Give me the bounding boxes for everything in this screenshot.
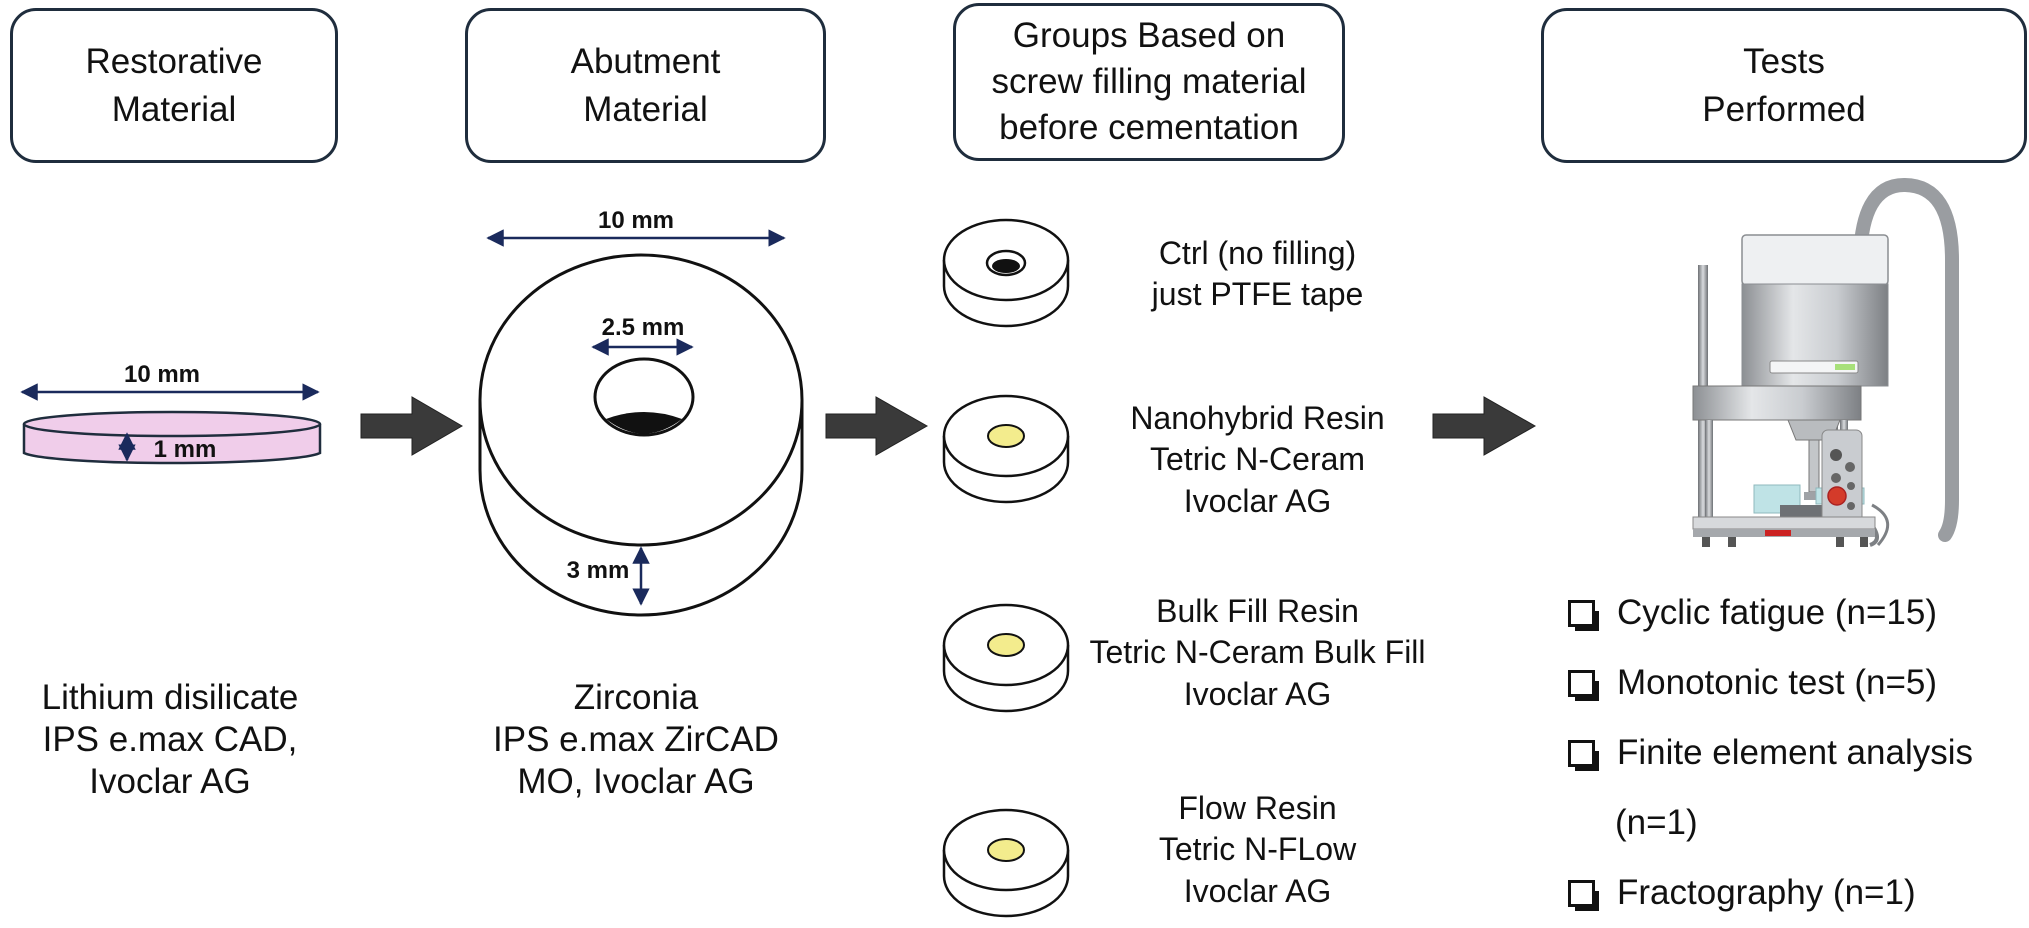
group-disc-bulk-fill: [942, 603, 1070, 713]
group-disc-ctrl: [942, 218, 1070, 328]
test-item-monotonic: Monotonic test (n=5): [1568, 648, 1973, 718]
test-item-label: Monotonic test (n=5): [1617, 663, 1938, 702]
header-line: screw filling material: [991, 61, 1307, 101]
material-line: IPS e.max ZirCAD: [493, 720, 779, 759]
group-line: Tetric N-Ceram Bulk Fill: [1089, 634, 1426, 671]
header-line: before cementation: [999, 108, 1299, 148]
checkbox-icon: [1568, 669, 1599, 701]
header-groups: Groups Based on screw filling material b…: [953, 3, 1345, 161]
checkbox-icon: [1568, 599, 1599, 631]
header-line: Restorative: [85, 42, 263, 82]
abutment-material-description: Zirconia IPS e.max ZirCAD MO, Ivoclar AG: [466, 677, 806, 803]
abutment-diameter-label: 10 mm: [598, 207, 674, 234]
header-line: Abutment: [570, 42, 721, 82]
group-line: Ivoclar AG: [1183, 482, 1332, 519]
restorative-disc: [22, 410, 322, 465]
restorative-diameter-label: 10 mm: [124, 361, 200, 388]
restorative-material-description: Lithium disilicate IPS e.max CAD, Ivocla…: [10, 677, 330, 803]
group-disc-flow: [942, 808, 1070, 918]
group-label-bulk-fill: Bulk Fill Resin Tetric N-Ceram Bulk Fill…: [1070, 591, 1445, 715]
group-line: Ivoclar AG: [1183, 675, 1332, 712]
header-tests-performed: Tests Performed: [1541, 8, 2027, 163]
header-line: Tests: [1743, 42, 1825, 82]
group-line: Ctrl (no filling): [1158, 235, 1357, 271]
header-abutment-material: Abutment Material: [465, 8, 826, 163]
test-item-fractography: Fractography (n=1): [1568, 858, 1973, 928]
abutment-hole-label: 2.5 mm: [602, 314, 685, 341]
group-label-ctrl: Ctrl (no filling) just PTFE tape: [1070, 233, 1445, 316]
abutment-cylinder: [478, 253, 804, 617]
test-item-label: Cyclic fatigue (n=15): [1617, 593, 1938, 632]
material-line: Zirconia: [573, 678, 699, 717]
test-item-label: Fractography (n=1): [1617, 873, 1916, 912]
header-line: Performed: [1702, 89, 1866, 129]
process-arrow-1: [360, 396, 463, 456]
header-restorative-material: Restorative Material: [10, 8, 338, 163]
process-arrow-2: [825, 396, 929, 456]
checkbox-icon: [1568, 739, 1599, 771]
material-line: IPS e.max CAD,: [42, 720, 298, 759]
group-line: Nanohybrid Resin: [1130, 400, 1385, 436]
testing-machine-illustration: [1692, 177, 1959, 547]
group-line: Ivoclar AG: [1183, 872, 1332, 909]
group-line: Bulk Fill Resin: [1156, 593, 1359, 629]
test-item-fea: Finite element analysis: [1568, 718, 1973, 788]
group-line: Flow Resin: [1178, 790, 1337, 826]
test-item-cyclic-fatigue: Cyclic fatigue (n=15): [1568, 578, 1973, 648]
group-disc-nanohybrid: [942, 394, 1070, 504]
group-line: just PTFE tape: [1151, 276, 1364, 313]
tests-list: Cyclic fatigue (n=15) Monotonic test (n=…: [1568, 578, 1973, 928]
group-label-nanohybrid: Nanohybrid Resin Tetric N-Ceram Ivoclar …: [1070, 398, 1445, 522]
checkbox-icon: [1568, 879, 1599, 911]
test-item-label: Finite element analysis: [1617, 733, 1973, 772]
header-line: Groups Based on: [1012, 15, 1286, 55]
process-arrow-3: [1432, 396, 1537, 456]
group-line: Tetric N-FLow: [1158, 831, 1357, 868]
material-line: Lithium disilicate: [41, 678, 299, 717]
material-line: Ivoclar AG: [89, 762, 251, 801]
group-line: Tetric N-Ceram: [1149, 441, 1366, 478]
restorative-thickness-label: 1 mm: [154, 436, 217, 463]
group-label-flow: Flow Resin Tetric N-FLow Ivoclar AG: [1070, 788, 1445, 912]
abutment-height-label: 3 mm: [567, 557, 630, 584]
material-line: MO, Ivoclar AG: [517, 762, 755, 801]
test-item-fea-continuation: (n=1): [1615, 803, 1698, 842]
header-line: Material: [583, 89, 708, 129]
header-line: Material: [111, 89, 237, 129]
